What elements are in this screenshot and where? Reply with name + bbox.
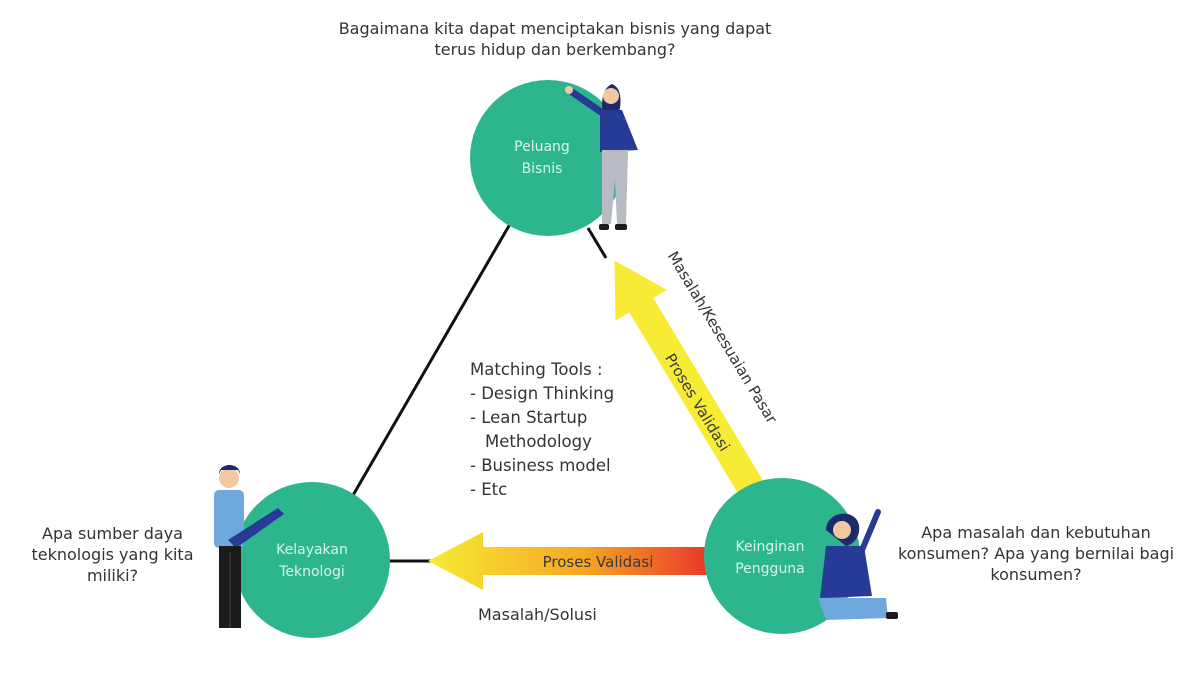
node-keinginan-line1: Keinginan: [736, 539, 805, 555]
validation-arrow-diagonal-label: Proses Validasi: [661, 350, 733, 454]
node-kelayakan-line1: Kelayakan: [276, 542, 348, 558]
question-peluang-bisnis: Bagaimana kita dapat menciptakan bisnis …: [338, 19, 772, 59]
edge-top-right: [586, 227, 608, 259]
matching-tools-title: Matching Tools :: [470, 360, 603, 379]
matching-tools-list: Matching Tools : - Design Thinking - Lea…: [470, 358, 670, 502]
edge-label-bottom: Masalah/Solusi: [478, 605, 597, 624]
question-keinginan-pengguna: Apa masalah dan kebutuhan konsumen? Apa …: [897, 523, 1175, 584]
node-peluang-line1: Peluang: [514, 139, 570, 155]
matching-tools-item: - Lean Startup: [470, 408, 588, 427]
node-peluang-bisnis: [470, 80, 626, 236]
question-kelayakan-teknologi: Apa sumber daya teknologis yang kita mil…: [31, 524, 194, 585]
matching-tools-item: - Etc: [470, 480, 508, 499]
woman-pointing-figure: [565, 84, 638, 230]
node-kelayakan-teknologi: [234, 482, 390, 638]
matching-tools-item: - Design Thinking: [470, 384, 615, 403]
node-kelayakan-line2: Teknologi: [278, 564, 345, 580]
edge-label-right: Masalah/Kesesuaian Pasar: [664, 248, 781, 427]
edge-top-left: [350, 223, 512, 498]
node-peluang-line2: Bisnis: [522, 161, 563, 177]
matching-tools-item: - Business model: [470, 456, 611, 475]
man-with-laptop-figure: [214, 465, 284, 628]
node-keinginan-line2: Pengguna: [735, 561, 805, 577]
matching-tools-item: Methodology: [485, 432, 592, 451]
validation-arrow-diagonal: [614, 260, 769, 504]
validation-arrow-bottom: [428, 532, 712, 590]
validation-arrow-bottom-label: Proses Validasi: [543, 553, 654, 571]
woman-sitting-figure: [818, 509, 898, 620]
